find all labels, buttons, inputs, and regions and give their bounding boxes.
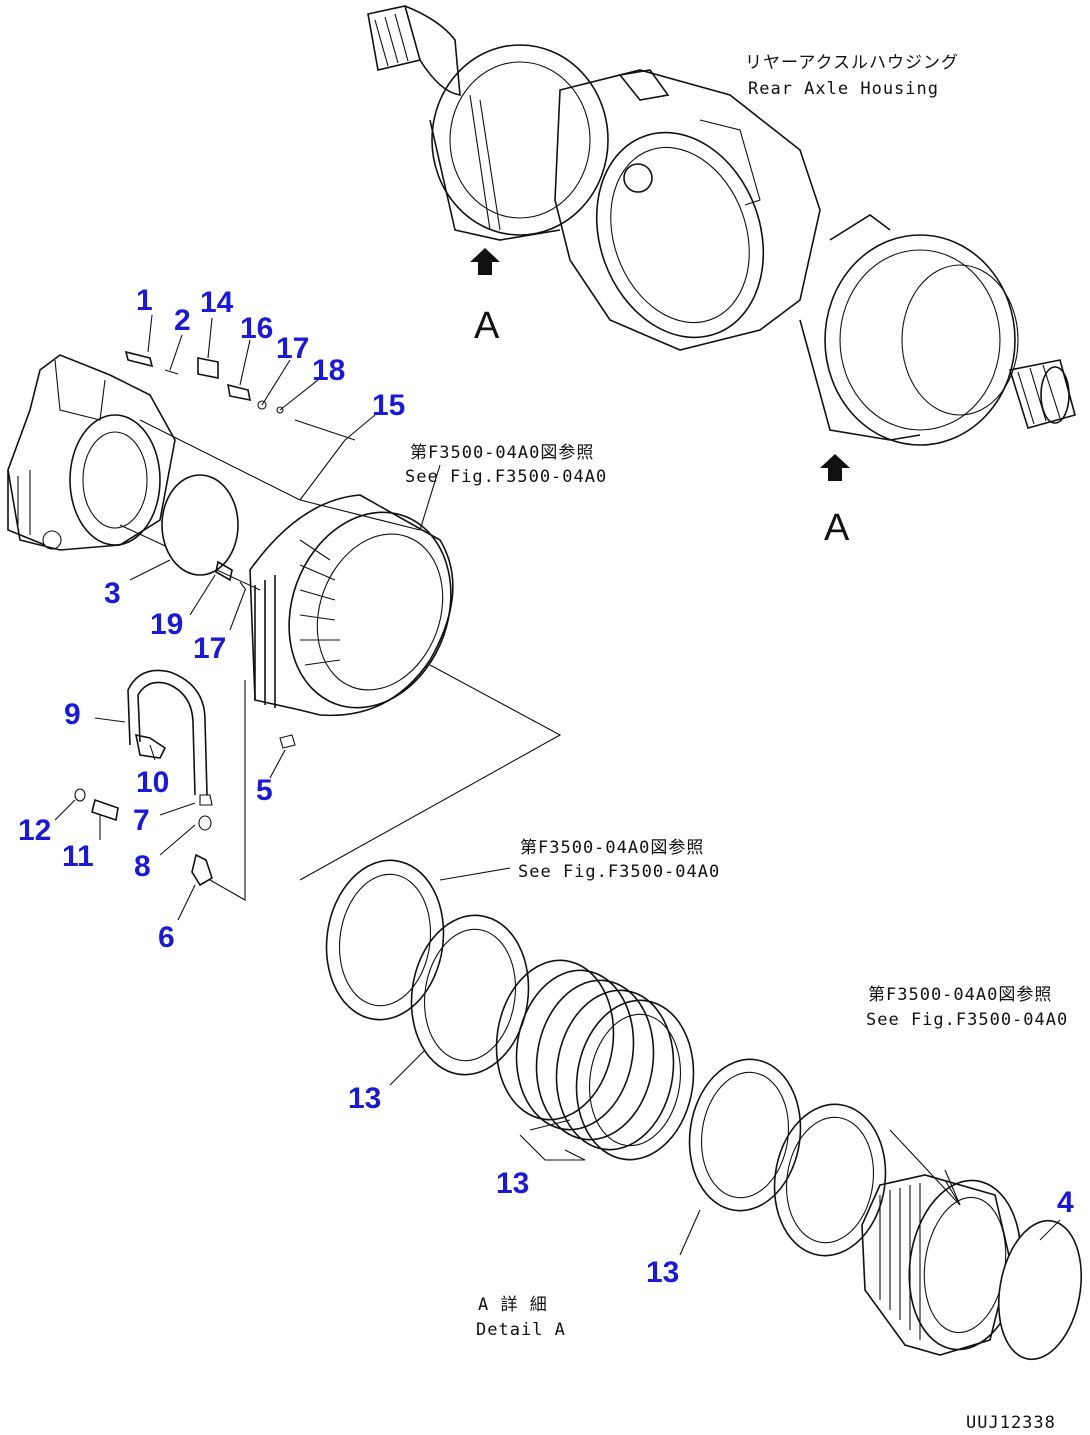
callout-1: 1 [136,284,153,317]
callout-13b: 13 [496,1167,529,1200]
view-arrow-a-right: A [820,454,850,549]
hub-drawing [861,1174,1083,1361]
callouts: 1 2 14 16 17 18 15 3 19 17 9 10 7 12 11 … [18,284,1074,1289]
callout-15: 15 [372,389,405,422]
housing-label-jp: リヤーアクスルハウジング [745,53,959,73]
drawing-number: UUJ12338 [966,1413,1056,1433]
callout-6: 6 [158,921,175,954]
callout-16: 16 [240,312,273,345]
view-arrow-a-left: A [470,248,500,347]
see-fig-ref-1: 第F3500-04A0図参照 See Fig.F3500-04A0 [405,443,607,487]
part-valve-16 [226,383,252,402]
see-fig-ref-en: See Fig.F3500-04A0 [866,1010,1068,1030]
up-arrow-icon [820,454,850,481]
callout-19: 19 [150,608,183,641]
leader-lines [54,314,1061,1256]
callout-12: 12 [18,814,51,847]
callout-2: 2 [174,304,191,337]
detail-label-jp: A 詳 細 [478,1295,548,1315]
callout-4: 4 [1057,1186,1074,1219]
see-fig-ref-3: 第F3500-04A0図参照 See Fig.F3500-04A0 [866,985,1068,1030]
callout-18: 18 [312,354,345,387]
housing-label: リヤーアクスルハウジング Rear Axle Housing [745,53,959,99]
callout-17b: 17 [193,632,226,665]
callout-10: 10 [136,766,169,799]
see-fig-ref-jp: 第F3500-04A0図参照 [520,838,704,858]
see-fig-ref-en: See Fig.F3500-04A0 [405,467,607,487]
view-marker-right: A [824,507,850,549]
see-fig-ref-en: See Fig.F3500-04A0 [518,862,720,882]
view-marker-left: A [474,305,500,347]
see-fig-ref-jp: 第F3500-04A0図参照 [410,443,594,463]
up-arrow-icon [470,248,500,275]
detail-label-en: Detail A [476,1320,566,1340]
callout-3: 3 [104,577,121,610]
callout-7: 7 [133,804,150,837]
detail-a-housing-drawing [7,350,562,901]
callout-14: 14 [200,286,234,319]
callout-17: 17 [276,332,309,365]
detail-label: A 詳 細 Detail A [476,1295,566,1340]
callout-11: 11 [62,840,94,873]
brake-disc-stack [325,859,887,1257]
callout-13a: 13 [348,1082,381,1115]
part-bolt-1 [124,350,154,368]
part-plug-14 [197,357,219,379]
rear-axle-housing-drawing [367,5,1076,446]
callout-9: 9 [64,698,81,731]
callout-13c: 13 [646,1256,679,1289]
callout-8: 8 [134,850,151,883]
see-fig-ref-2: 第F3500-04A0図参照 See Fig.F3500-04A0 [518,838,720,882]
see-fig-ref-jp: 第F3500-04A0図参照 [868,985,1052,1005]
housing-label-en: Rear Axle Housing [748,79,939,99]
callout-5: 5 [256,774,273,807]
